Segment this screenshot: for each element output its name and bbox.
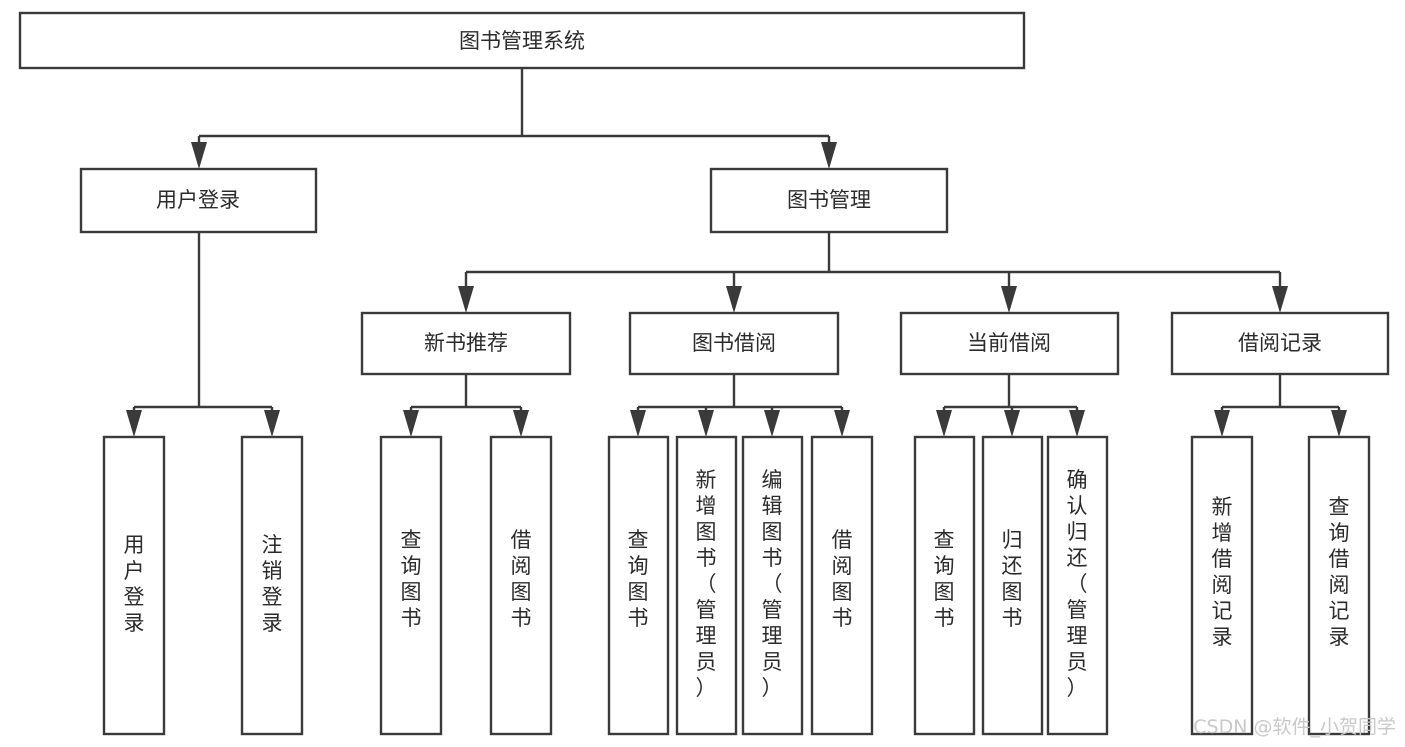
node-user-login-box[interactable] bbox=[79, 167, 318, 234]
node-leaf-confirm-return-box[interactable] bbox=[1046, 435, 1109, 736]
node-leaf-borrow-book-2-box[interactable] bbox=[810, 435, 874, 736]
node-book-manage-box[interactable] bbox=[709, 167, 949, 234]
node-leaf-return-book-label: 归还图书 bbox=[1002, 528, 1023, 630]
node-leaf-confirm-return[interactable]: 确认归还（管理员） bbox=[1046, 435, 1109, 736]
node-root-label: 图书管理系统 bbox=[459, 29, 585, 53]
node-root[interactable]: 图书管理系统 bbox=[18, 11, 1026, 70]
node-leaf-add-book[interactable]: 新增图书（管理员） bbox=[675, 435, 738, 736]
arrow-borrow-leaf-4-icon bbox=[834, 410, 850, 437]
arrow-current-leaf-1-icon bbox=[936, 410, 952, 437]
arrow-record-leaf-2-icon bbox=[1331, 410, 1347, 437]
node-leaf-borrow-book-1[interactable]: 借阅图书 bbox=[489, 435, 553, 736]
csdn-watermark: CSDN @软件_小贺同学 bbox=[1193, 716, 1396, 738]
node-borrow-record-box[interactable] bbox=[1170, 311, 1390, 376]
connector-group-root bbox=[191, 68, 837, 169]
connector-group-current-borrow bbox=[936, 374, 1085, 437]
node-leaf-borrow-book-2[interactable]: 借阅图书 bbox=[810, 435, 874, 736]
arrow-book-manage-to-record-icon bbox=[1272, 286, 1288, 313]
node-leaf-query-record-box[interactable] bbox=[1307, 435, 1371, 736]
node-current-borrow-box[interactable] bbox=[899, 311, 1120, 376]
arrow-borrow-leaf-3-icon bbox=[764, 410, 780, 437]
node-leaf-user-login-label: 用户登录 bbox=[124, 533, 145, 635]
node-book-borrow-box[interactable] bbox=[628, 311, 840, 376]
arrow-record-leaf-1-icon bbox=[1214, 410, 1230, 437]
node-book-manage[interactable]: 图书管理 bbox=[709, 167, 949, 234]
arrow-user-login-leaf-2-icon bbox=[264, 410, 280, 437]
node-new-book-recommend[interactable]: 新书推荐 bbox=[360, 311, 572, 376]
node-leaf-user-login[interactable]: 用户登录 bbox=[102, 435, 166, 736]
node-user-login[interactable]: 用户登录 bbox=[79, 167, 318, 234]
node-root-box[interactable] bbox=[18, 11, 1026, 70]
node-leaf-add-record[interactable]: 新增借阅记录 bbox=[1190, 435, 1254, 736]
connector-group-user-login bbox=[126, 232, 280, 437]
arrow-root-to-user-login-icon bbox=[191, 142, 207, 169]
arrow-current-leaf-3-icon bbox=[1069, 410, 1085, 437]
arrow-recommend-leaf-1-icon bbox=[403, 410, 419, 437]
node-leaf-query-book-1-label: 查询图书 bbox=[401, 528, 422, 630]
arrow-recommend-leaf-2-icon bbox=[513, 410, 529, 437]
node-leaf-query-record-label: 查询借阅记录 bbox=[1329, 495, 1350, 649]
node-leaf-add-record-box[interactable] bbox=[1190, 435, 1254, 736]
node-leaf-borrow-book-2-label: 借阅图书 bbox=[832, 528, 853, 630]
node-borrow-record-label: 借阅记录 bbox=[1238, 331, 1322, 355]
node-book-borrow[interactable]: 图书借阅 bbox=[628, 311, 840, 376]
connector-group-book-manage bbox=[458, 232, 1288, 313]
node-leaf-user-login-box[interactable] bbox=[102, 435, 166, 736]
node-leaf-query-book-3[interactable]: 查询图书 bbox=[913, 435, 976, 736]
arrow-current-leaf-2-icon bbox=[1004, 410, 1020, 437]
node-new-book-recommend-box[interactable] bbox=[360, 311, 572, 376]
node-current-borrow-label: 当前借阅 bbox=[967, 331, 1051, 355]
node-leaf-return-book-box[interactable] bbox=[981, 435, 1044, 736]
node-user-login-label: 用户登录 bbox=[156, 188, 240, 212]
arrow-user-login-leaf-1-icon bbox=[126, 410, 142, 437]
arrow-borrow-leaf-2-icon bbox=[698, 410, 714, 437]
node-leaf-logout-label: 注销登录 bbox=[262, 533, 283, 635]
node-book-manage-label: 图书管理 bbox=[787, 188, 871, 212]
node-leaf-edit-book-box[interactable] bbox=[741, 435, 804, 736]
node-leaf-edit-book-label: 编辑图书（管理员） bbox=[762, 468, 783, 700]
node-leaf-add-book-label: 新增图书（管理员） bbox=[696, 468, 717, 700]
node-leaf-return-book[interactable]: 归还图书 bbox=[981, 435, 1044, 736]
connector-group-new-book-recommend bbox=[403, 374, 529, 437]
node-leaf-query-book-2[interactable]: 查询图书 bbox=[607, 435, 670, 736]
connector-group-book-borrow bbox=[630, 374, 850, 437]
node-leaf-logout[interactable]: 注销登录 bbox=[240, 435, 304, 736]
node-leaf-add-book-box[interactable] bbox=[675, 435, 738, 736]
node-leaf-query-book-3-label: 查询图书 bbox=[934, 528, 955, 630]
node-leaf-borrow-book-1-box[interactable] bbox=[489, 435, 553, 736]
node-leaf-confirm-return-label: 确认归还（管理员） bbox=[1067, 468, 1088, 700]
node-leaf-logout-box[interactable] bbox=[240, 435, 304, 736]
node-leaf-edit-book[interactable]: 编辑图书（管理员） bbox=[741, 435, 804, 736]
node-leaf-query-book-2-label: 查询图书 bbox=[628, 528, 649, 630]
node-leaf-query-book-2-box[interactable] bbox=[607, 435, 670, 736]
node-current-borrow[interactable]: 当前借阅 bbox=[899, 311, 1120, 376]
node-leaf-borrow-book-1-label: 借阅图书 bbox=[511, 528, 532, 630]
node-leaf-query-book-1[interactable]: 查询图书 bbox=[379, 435, 443, 736]
node-new-book-recommend-label: 新书推荐 bbox=[424, 331, 508, 355]
arrow-book-manage-to-recommend-icon bbox=[458, 286, 474, 313]
node-leaf-add-record-label: 新增借阅记录 bbox=[1212, 495, 1233, 649]
arrow-book-manage-to-borrow-icon bbox=[726, 286, 742, 313]
arrow-book-manage-to-current-icon bbox=[1001, 286, 1017, 313]
node-leaf-query-book-1-box[interactable] bbox=[379, 435, 443, 736]
connector-group-borrow-record bbox=[1214, 374, 1347, 437]
node-leaf-query-book-3-box[interactable] bbox=[913, 435, 976, 736]
node-borrow-record[interactable]: 借阅记录 bbox=[1170, 311, 1390, 376]
node-leaf-query-record[interactable]: 查询借阅记录 bbox=[1307, 435, 1371, 736]
arrow-root-to-book-manage-icon bbox=[821, 142, 837, 169]
arrow-borrow-leaf-1-icon bbox=[630, 410, 646, 437]
node-book-borrow-label: 图书借阅 bbox=[692, 331, 776, 355]
